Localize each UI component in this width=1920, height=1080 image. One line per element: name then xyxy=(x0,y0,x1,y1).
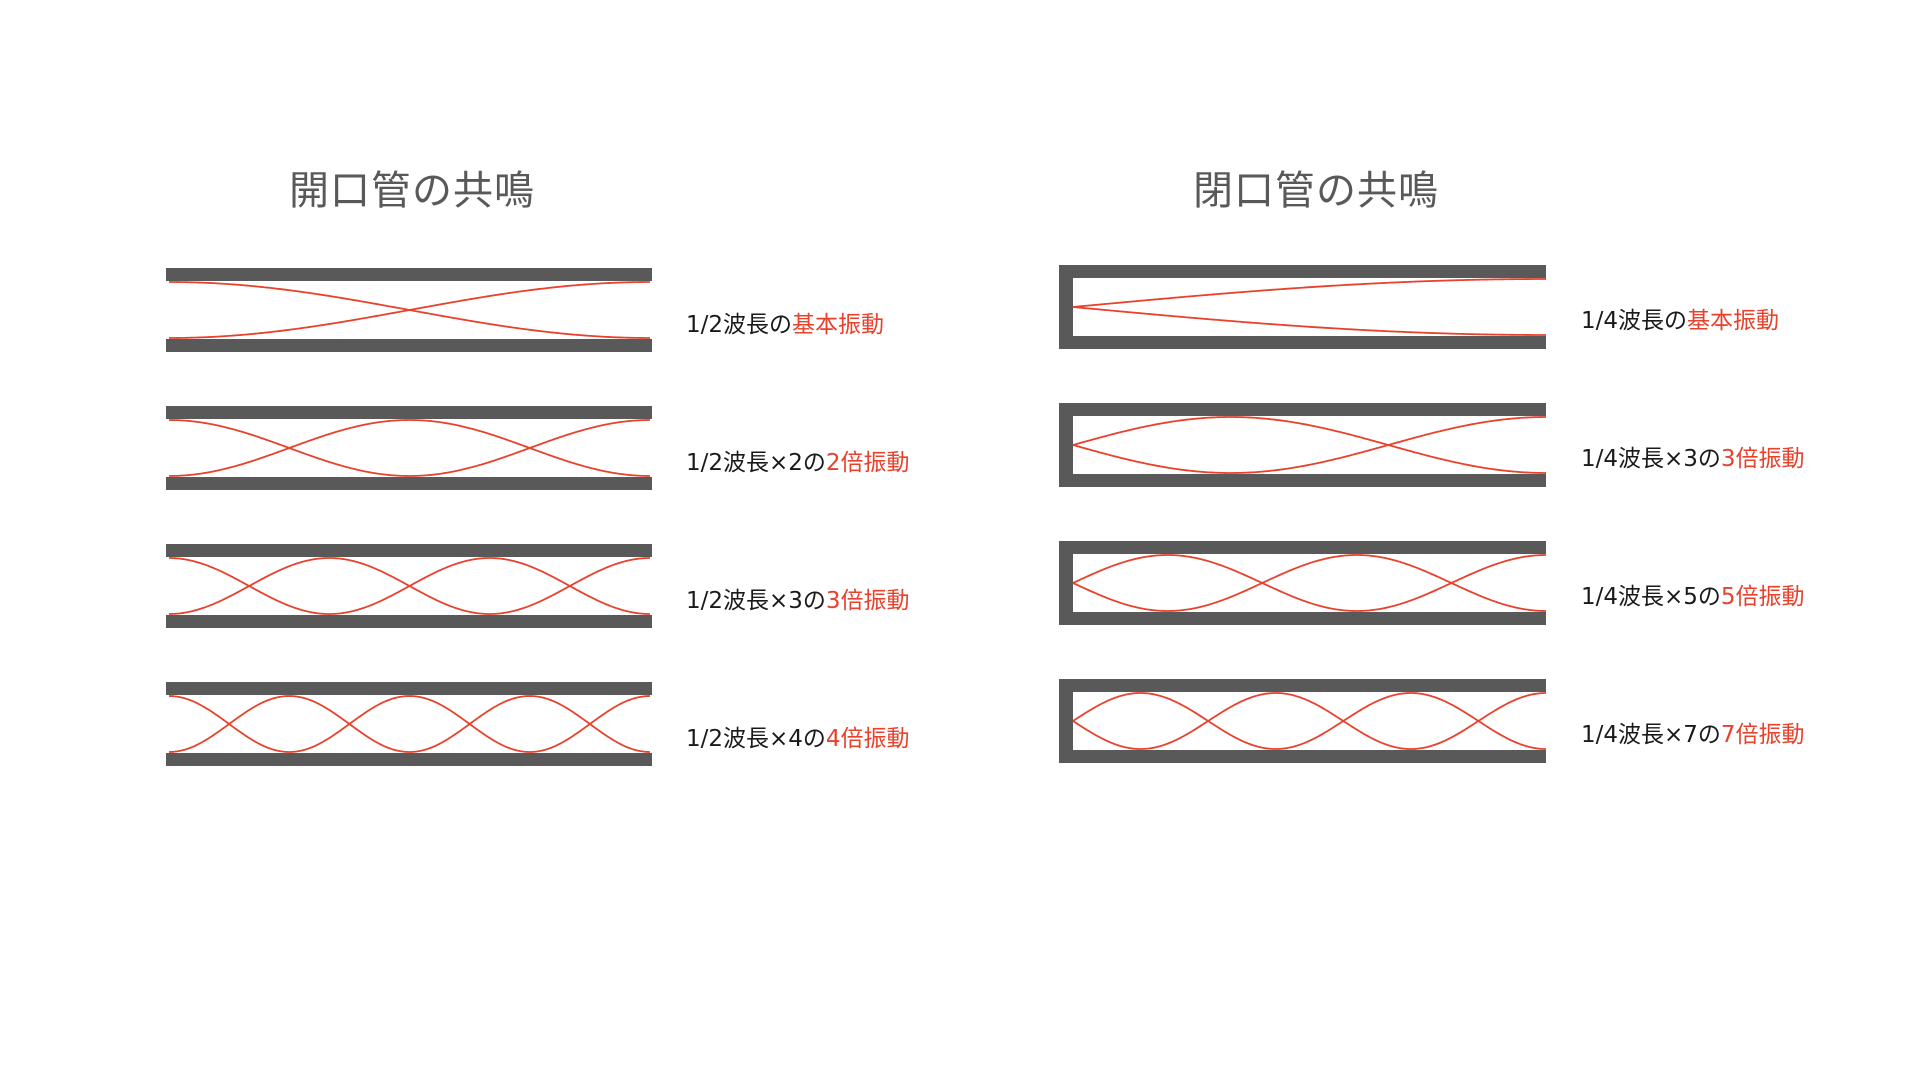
closed-pipe-title: 閉口管の共鳴 xyxy=(1193,168,1439,214)
closed-mode-3-label-prefix: 1/4波長×5の xyxy=(1581,584,1721,610)
pipe-bottom-wall xyxy=(166,615,652,628)
standing-wave-upper xyxy=(1072,692,1547,750)
closed-mode-2-label-prefix: 1/4波長×3の xyxy=(1581,446,1721,472)
closed-mode-4-label: 1/4波長×7の7倍振動 xyxy=(1581,715,1805,749)
open-mode-1-label-prefix: 1/2波長の xyxy=(686,312,793,338)
standing-wave-upper xyxy=(1072,278,1546,308)
open-mode-3-label-prefix: 1/2波長×3の xyxy=(686,588,826,614)
pipe-top-wall xyxy=(1059,541,1546,554)
closed-mode-2-label: 1/4波長×3の3倍振動 xyxy=(1581,439,1805,473)
standing-wave-lower xyxy=(169,281,650,339)
closed-mode-1-label-prefix: 1/4波長の xyxy=(1581,308,1688,334)
pipe-bottom-wall xyxy=(1059,612,1546,625)
open-mode-2-label: 1/2波長×2の2倍振動 xyxy=(686,443,910,477)
open-mode-3-label-highlight: 3倍振動 xyxy=(825,588,910,614)
closed-mode-3-label-highlight: 5倍振動 xyxy=(1720,584,1805,610)
open-pipe-2 xyxy=(166,406,652,490)
closed-mode-4-label-highlight: 7倍振動 xyxy=(1720,722,1805,748)
pipe-top-wall xyxy=(1059,403,1546,416)
standing-wave-lower xyxy=(168,695,651,753)
standing-wave-lower xyxy=(1072,692,1547,750)
closed-mode-4-label-prefix: 1/4波長×7の xyxy=(1581,722,1721,748)
open-mode-4-label: 1/2波長×4の4倍振動 xyxy=(686,719,910,753)
pipe-closed-end xyxy=(1059,541,1073,625)
pipe-bottom-wall xyxy=(1059,750,1546,763)
closed-mode-1-label-highlight: 基本振動 xyxy=(1687,308,1780,334)
open-mode-4-label-highlight: 4倍振動 xyxy=(825,726,910,752)
standing-wave-lower xyxy=(1072,416,1547,474)
standing-wave-lower xyxy=(168,419,651,477)
open-mode-2-label-highlight: 2倍振動 xyxy=(825,450,910,476)
closed-pipe-2 xyxy=(1059,403,1547,487)
standing-wave-upper xyxy=(1072,416,1547,474)
open-mode-4-label-prefix: 1/2波長×4の xyxy=(686,726,826,752)
pipe-closed-end xyxy=(1059,265,1073,349)
pipe-bottom-wall xyxy=(1059,474,1546,487)
open-pipe-title: 開口管の共鳴 xyxy=(289,168,535,214)
open-pipe-1 xyxy=(166,268,652,352)
standing-wave-lower xyxy=(1072,554,1547,612)
open-mode-1-label: 1/2波長の基本振動 xyxy=(686,305,884,339)
open-pipe-3 xyxy=(166,544,652,628)
pipe-bottom-wall xyxy=(1059,336,1546,349)
pipe-closed-end xyxy=(1059,679,1073,763)
open-mode-3-label: 1/2波長×3の3倍振動 xyxy=(686,581,910,615)
pipe-top-wall xyxy=(166,682,652,695)
open-pipe-4 xyxy=(166,682,652,766)
pipe-top-wall xyxy=(1059,265,1546,278)
pipe-top-wall xyxy=(166,406,652,419)
open-mode-1-label-highlight: 基本振動 xyxy=(792,312,885,338)
standing-wave-lower xyxy=(168,557,651,615)
pipe-closed-end xyxy=(1059,403,1073,487)
closed-pipe-diagrams xyxy=(1059,265,1547,763)
closed-pipe-1 xyxy=(1059,265,1546,349)
standing-wave-upper xyxy=(168,419,651,477)
closed-pipe-4 xyxy=(1059,679,1547,763)
closed-mode-3-label: 1/4波長×5の5倍振動 xyxy=(1581,577,1805,611)
pipe-top-wall xyxy=(166,268,652,281)
open-mode-2-label-prefix: 1/2波長×2の xyxy=(686,450,826,476)
pipe-bottom-wall xyxy=(166,753,652,766)
pipe-bottom-wall xyxy=(166,477,652,490)
standing-wave-lower xyxy=(1072,306,1546,336)
open-pipe-diagrams xyxy=(166,268,652,766)
pipe-top-wall xyxy=(1059,679,1546,692)
pipe-bottom-wall xyxy=(166,339,652,352)
closed-mode-1-label: 1/4波長の基本振動 xyxy=(1581,301,1779,335)
standing-wave-upper xyxy=(1072,554,1547,612)
closed-mode-2-label-highlight: 3倍振動 xyxy=(1720,446,1805,472)
closed-pipe-3 xyxy=(1059,541,1547,625)
standing-wave-upper xyxy=(168,695,651,753)
pipe-top-wall xyxy=(166,544,652,557)
